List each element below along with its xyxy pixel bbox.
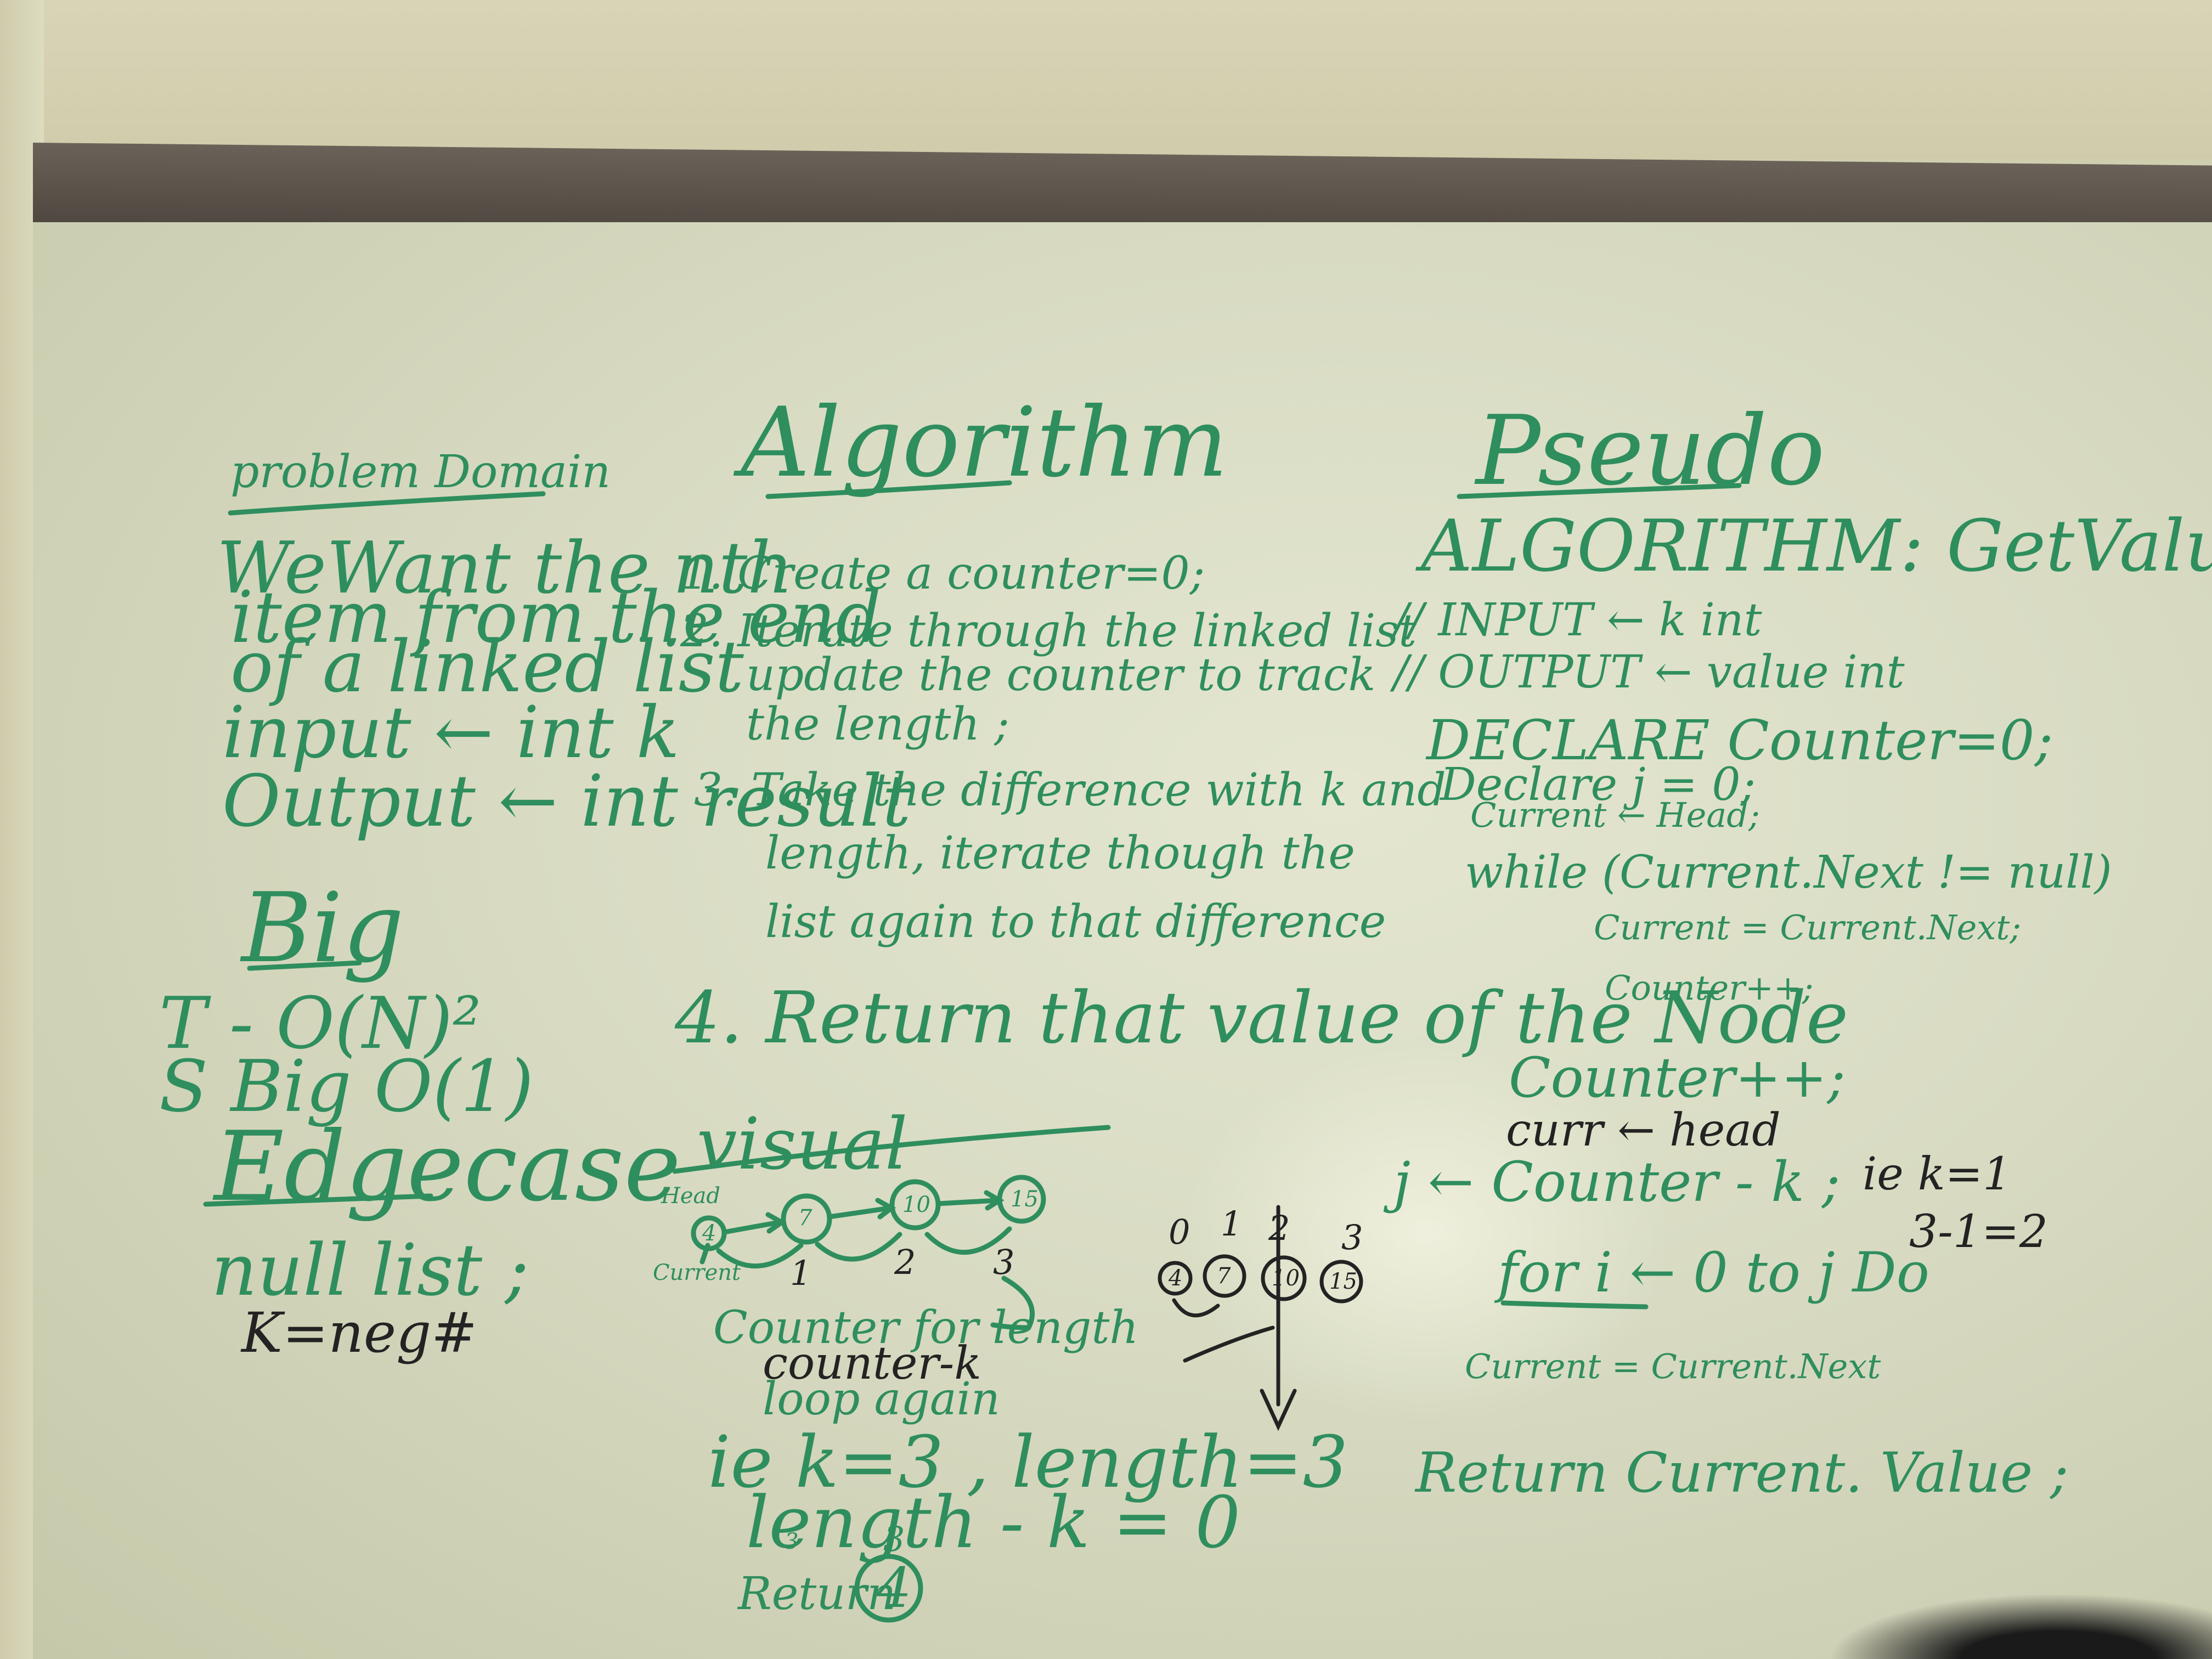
pseudo-line: Counter++; xyxy=(1509,1046,1846,1110)
down-arrow-icon xyxy=(1260,1254,1297,1431)
input-line: input ← int k xyxy=(222,691,680,774)
visual-note: ie k=3 , length=3 xyxy=(708,1420,1348,1504)
edgecase-line: K=neg# xyxy=(241,1301,477,1365)
index-label: 1 xyxy=(1221,1204,1243,1244)
index-label: 1 xyxy=(790,1253,812,1293)
node-circle xyxy=(1158,1261,1193,1296)
hop-arc xyxy=(1172,1298,1220,1318)
visual-note: loop again xyxy=(763,1373,1000,1425)
arrow-icon xyxy=(935,1190,1005,1211)
visual-note: counter-k xyxy=(763,1338,981,1390)
wall xyxy=(0,0,2212,159)
pseudo-line: j ← Counter - k ; xyxy=(1393,1150,1841,1214)
algorithm-step: 1. Create a counter=0; xyxy=(680,548,1205,600)
visual-underline xyxy=(672,1125,1111,1174)
example-line: 3-1=2 xyxy=(1909,1206,2048,1258)
node-circle xyxy=(1319,1260,1363,1304)
node-value: 7 xyxy=(1217,1263,1231,1289)
edgecase-underline xyxy=(203,1193,433,1207)
node-value: 4 xyxy=(1169,1266,1183,1291)
current-arrow xyxy=(699,1243,710,1265)
whiteboard xyxy=(33,222,2212,1659)
algorithm-step: 2. Iterate through the linked list xyxy=(680,605,1417,657)
pseudo-line: DECLARE Counter=0; xyxy=(1426,708,2053,772)
pseudo-line: Current ← Head; xyxy=(1470,795,1760,835)
problem-heading: problem Domain xyxy=(230,446,611,498)
visual-note: length - k = 0 xyxy=(746,1481,1241,1564)
algorithm-step: the length ; xyxy=(746,698,1009,751)
current-label: Current xyxy=(653,1260,741,1285)
problem-line: item from the end xyxy=(230,575,882,659)
pseudo-line: Counter++; xyxy=(1605,968,1814,1008)
algorithm-underline xyxy=(765,480,1012,499)
pseudo-line: Declare j = 0; xyxy=(1440,759,1756,811)
return-label: Return xyxy=(738,1568,896,1620)
output-line: Output ← int result xyxy=(222,759,911,843)
for-underline xyxy=(1500,1300,1649,1310)
node-value: 15 xyxy=(1011,1187,1039,1212)
node-value: 4 xyxy=(702,1221,716,1246)
visual-heading: visual xyxy=(697,1102,908,1186)
node-circle xyxy=(1203,1254,1246,1298)
big-heading: Big xyxy=(241,873,404,984)
edgecase-line: null list ; xyxy=(211,1228,529,1312)
visual-note: 3 xyxy=(883,1519,905,1559)
algorithm-step: 4. Return that value of the Node xyxy=(675,976,1848,1059)
problem-underline xyxy=(228,491,546,516)
pseudo-title: ALGORITHM: GetValue xyxy=(1421,504,2212,588)
hop-arc xyxy=(924,1226,1012,1255)
pseudo-underline xyxy=(1457,483,1742,499)
index-label: 2 xyxy=(894,1242,916,1282)
algorithm-step: length, iterate though the xyxy=(765,827,1355,879)
pseudo-line: // INPUT ← k int xyxy=(1393,594,1762,646)
arrow-icon xyxy=(827,1198,896,1220)
problem-line: of a linked list xyxy=(230,625,744,708)
dark-object xyxy=(1828,1593,2212,1659)
node-value: 15 xyxy=(1329,1269,1357,1294)
loop-curve xyxy=(990,1276,1035,1330)
node-value: 7 xyxy=(798,1205,812,1231)
arrow-icon xyxy=(721,1212,787,1235)
pseudo-line: curr ← head xyxy=(1506,1104,1781,1156)
pseudo-line: Return Current. Value ; xyxy=(1415,1441,2069,1505)
space-complexity: S Big O(1) xyxy=(159,1045,534,1128)
head-label: Head xyxy=(661,1183,721,1209)
light-glare xyxy=(1180,1042,1673,1426)
visual-note: Counter for length xyxy=(713,1302,1139,1354)
pseudo-line: Current = Current.Next; xyxy=(1594,907,2022,947)
pseudo-line: // OUTPUT ← value int xyxy=(1393,646,1905,698)
time-complexity: T - O(N)² xyxy=(159,981,482,1065)
algorithm-step: 3. Take the difference with k and xyxy=(694,764,1446,816)
example-line: ie k=1 xyxy=(1863,1148,2012,1200)
index-label: 0 xyxy=(1169,1212,1190,1252)
big-underline xyxy=(247,960,362,971)
problem-line: WeWant the nth xyxy=(217,526,793,610)
index-label: 3 xyxy=(1341,1217,1363,1257)
edgecase-heading: Edgecase xyxy=(214,1111,681,1223)
node-value: 10 xyxy=(902,1192,930,1217)
index-label: 3 xyxy=(993,1242,1015,1282)
algorithm-step: list again to that difference xyxy=(765,896,1386,948)
hop-arc xyxy=(716,1243,804,1269)
node-circle xyxy=(1261,1255,1307,1301)
answer-circle xyxy=(854,1554,923,1623)
pseudo-line: while (Current.Next != null) xyxy=(1465,847,2112,899)
algorithm-heading: Algorithm xyxy=(741,387,1228,499)
visual-note: 3 xyxy=(785,1529,799,1554)
return-value: 4 xyxy=(877,1556,912,1620)
pseudo-heading: Pseudo xyxy=(1476,396,1825,507)
hop-arc xyxy=(1183,1325,1275,1363)
pseudo-line: for i ← 0 to j Do xyxy=(1498,1240,1929,1305)
algorithm-step: update the counter to track xyxy=(746,649,1376,701)
node-value: 10 xyxy=(1272,1266,1300,1291)
index-label: 2 xyxy=(1268,1208,1290,1248)
pseudo-line: Current = Current.Next xyxy=(1465,1346,1881,1386)
hop-arc xyxy=(815,1232,902,1262)
